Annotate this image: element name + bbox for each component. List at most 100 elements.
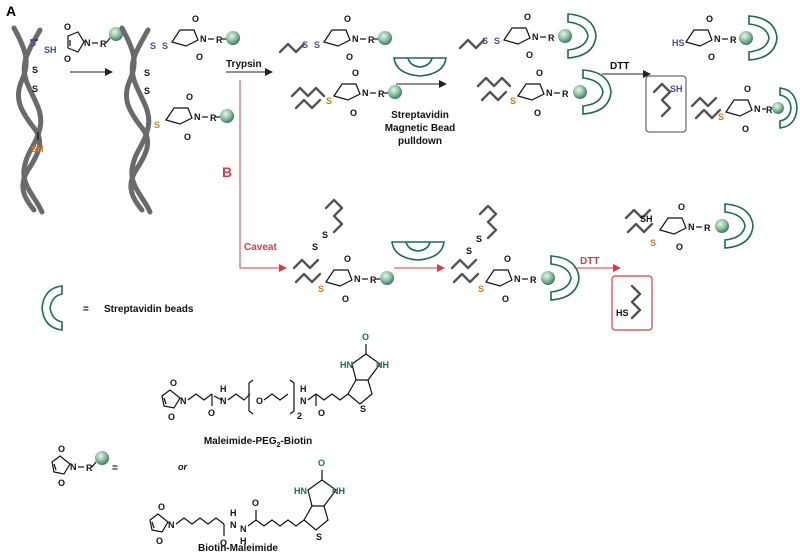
o-atom: O	[536, 68, 543, 78]
o-atom: O	[156, 536, 163, 546]
s-atom: S	[494, 36, 500, 46]
streptavidin-bead-icon	[391, 241, 445, 261]
bead-captured-peptides: S S O O N R S O O N R	[458, 12, 612, 118]
o-atom: O	[352, 68, 359, 78]
h-atom: H	[220, 384, 227, 394]
n-atom: N	[514, 274, 521, 284]
sh-atom: SH	[670, 84, 683, 94]
o-atom: O	[208, 408, 215, 418]
n-atom: N	[220, 396, 227, 406]
o-atom: O	[706, 14, 713, 24]
o-atom: O	[318, 458, 325, 468]
panel-b-label: B	[222, 164, 232, 180]
o-atom: O	[192, 14, 199, 24]
o-atom: O	[170, 378, 177, 388]
n-atom: N	[714, 34, 721, 44]
n-atom: N	[168, 520, 175, 530]
s-atom: S	[326, 96, 332, 106]
biotin-ball-icon	[220, 109, 234, 123]
n-atom: N	[354, 274, 361, 284]
o-atom: O	[58, 444, 65, 454]
n-atom: N	[546, 88, 553, 98]
caveat-label: Caveat	[244, 242, 277, 253]
peg-repeat-count: 2	[297, 411, 302, 421]
s-atom: S	[162, 41, 168, 51]
o-atom: O	[346, 52, 353, 62]
caveat-peptides: S S S O O N R	[292, 198, 394, 304]
hs-atom: HS	[616, 308, 629, 318]
o-atom: O	[344, 14, 351, 24]
s-atom: S	[30, 38, 36, 48]
n-atom: N	[352, 34, 359, 44]
n-atom: N	[194, 112, 201, 122]
h-atom: H	[300, 384, 307, 394]
caveat-path-arrow	[239, 80, 287, 272]
r-atom: R	[730, 35, 737, 45]
o-atom: O	[220, 538, 227, 548]
biotin-maleimide-label: Biotin-Maleimide	[198, 543, 278, 554]
tryptic-peptides: S S O O N R S O O N R	[278, 14, 402, 118]
maleimide-peg2-biotin-label: Maleimide-PEG2-Biotin	[204, 436, 312, 449]
streptavidin-bead-icon	[748, 15, 778, 61]
s-atom: S	[316, 532, 322, 542]
streptavidin-bead-icon	[393, 57, 447, 77]
s-atom: S	[718, 112, 724, 122]
s-atom: S	[466, 246, 472, 256]
o-atom: O	[502, 294, 509, 304]
s-atom: S	[150, 41, 156, 51]
protein-helix-labeled: S S S S S O O N R O O N R	[119, 14, 240, 215]
o-atom: O	[186, 92, 193, 102]
streptavidin-bead-icon	[779, 87, 798, 129]
pulldown-label-line2: Magnetic Bead	[385, 123, 456, 134]
o-atom: O	[678, 202, 685, 212]
biotin-ball-icon	[95, 451, 109, 465]
o-atom: O	[526, 50, 533, 60]
streptavidin-bead-icon	[724, 203, 754, 249]
o-atom: O	[362, 332, 369, 342]
r-atom: R	[548, 33, 555, 43]
pulldown-label-line3: pulldown	[398, 136, 442, 147]
s-atom: S	[144, 86, 150, 96]
o-atom: O	[524, 12, 531, 22]
r-atom: R	[766, 105, 773, 115]
streptavidin-bead-icon	[550, 255, 580, 301]
pulldown-label-line1: Streptavidin	[391, 110, 449, 121]
o-atom: O	[744, 84, 751, 94]
o-atom: O	[196, 52, 203, 62]
sh-atom: SH	[31, 144, 44, 154]
biotin-ball-icon	[378, 31, 392, 45]
n-atom: N	[532, 32, 539, 42]
released-peptide-box-red	[611, 275, 653, 331]
streptavidin-bead-icon	[582, 69, 612, 115]
o-atom: O	[504, 254, 511, 264]
n-atom: N	[240, 524, 247, 534]
maleimide-reagent: O O N R	[64, 22, 123, 64]
s-atom: S	[318, 284, 324, 294]
protein-helix-start: S SH S S SH	[11, 25, 57, 215]
n-atom: N	[180, 396, 187, 406]
o-atom: O	[58, 478, 65, 488]
s-atom: S	[482, 36, 488, 46]
biotin-ball-icon	[226, 31, 240, 45]
sh-atom: SH	[640, 214, 653, 224]
o-atom: O	[252, 498, 259, 508]
n-atom: N	[70, 462, 77, 472]
s-atom: S	[302, 40, 308, 50]
hn-atom: HN	[294, 486, 307, 496]
dtt-label-bottom: DTT	[580, 256, 599, 267]
panel-a-label: A	[6, 3, 16, 19]
r-atom: R	[216, 35, 223, 45]
biotin-maleimide-structure: O O N O H N N H O S HN NH O	[149, 458, 345, 548]
biotin-ball-icon	[109, 27, 123, 41]
s-atom: S	[360, 404, 366, 414]
streptavidin-bead-icon	[567, 13, 597, 59]
nh-atom: NH	[332, 486, 345, 496]
o-atom: O	[184, 132, 191, 142]
r-atom: R	[370, 275, 377, 285]
n-atom: N	[688, 222, 695, 232]
r-atom: R	[210, 113, 217, 123]
maleimide-reagent-legend: O O N R	[51, 444, 109, 488]
n-atom: N	[362, 88, 369, 98]
legend-or: or	[178, 462, 187, 472]
